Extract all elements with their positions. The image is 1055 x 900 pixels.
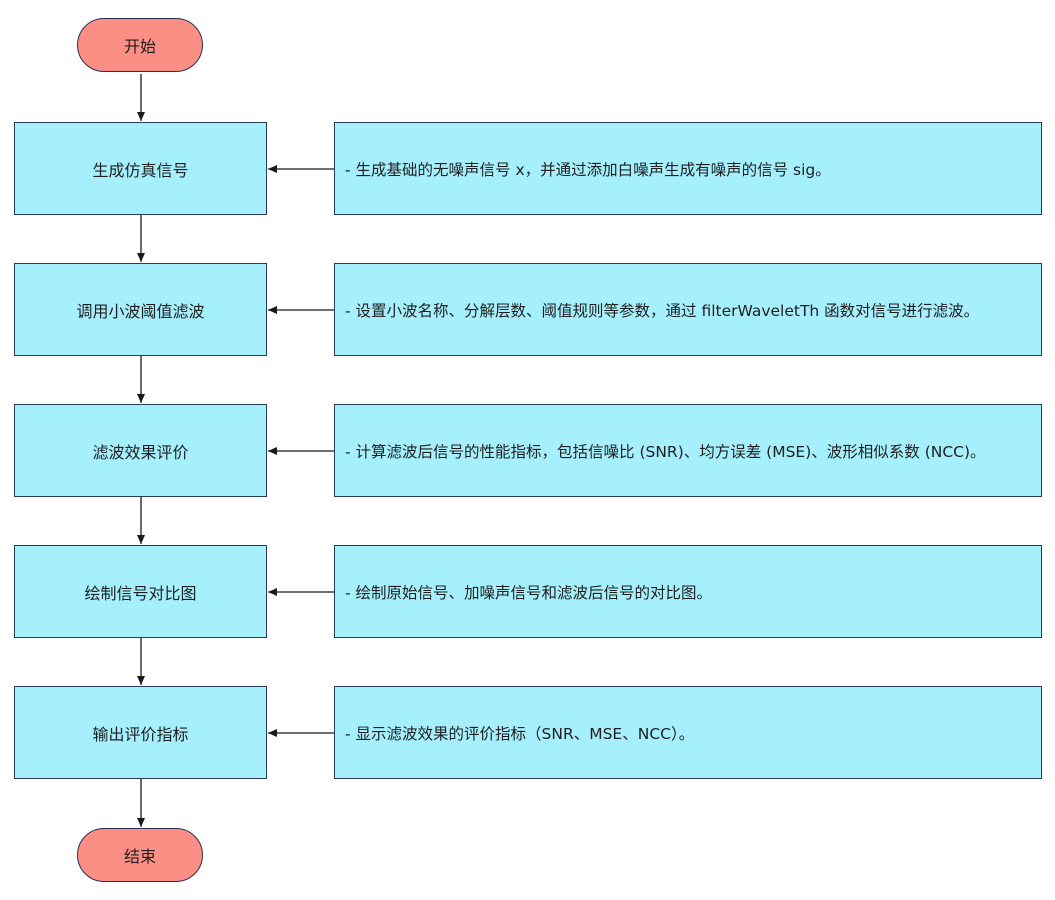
note-text: - 生成基础的无噪声信号 x，并通过添加白噪声生成有噪声的信号 sig。 xyxy=(345,160,831,179)
note-plot-comparison: - 绘制原始信号、加噪声信号和滤波后信号的对比图。 xyxy=(334,545,1042,638)
note-wavelet-filter: - 设置小波名称、分解层数、阈值规则等参数，通过 filterWaveletTh… xyxy=(334,263,1042,356)
step-label: 调用小波阈值滤波 xyxy=(76,301,205,321)
step-label: 输出评价指标 xyxy=(92,724,189,744)
step-label: 绘制信号对比图 xyxy=(84,583,197,603)
start-label: 开始 xyxy=(123,37,156,56)
step-plot-comparison: 绘制信号对比图 xyxy=(14,545,267,638)
step-label: 滤波效果评价 xyxy=(92,442,189,462)
note-output-metrics: - 显示滤波效果的评价指标（SNR、MSE、NCC）。 xyxy=(334,686,1042,779)
step-label: 生成仿真信号 xyxy=(92,160,189,180)
end-node: 结束 xyxy=(77,828,203,882)
note-evaluate: - 计算滤波后信号的性能指标，包括信噪比 (SNR)、均方误差 (MSE)、波形… xyxy=(334,404,1042,497)
note-generate-signal: - 生成基础的无噪声信号 x，并通过添加白噪声生成有噪声的信号 sig。 xyxy=(334,122,1042,215)
step-output-metrics: 输出评价指标 xyxy=(14,686,267,779)
note-text: - 绘制原始信号、加噪声信号和滤波后信号的对比图。 xyxy=(345,583,713,602)
step-wavelet-filter: 调用小波阈值滤波 xyxy=(14,263,267,356)
start-node: 开始 xyxy=(77,18,203,72)
note-text: - 显示滤波效果的评价指标（SNR、MSE、NCC）。 xyxy=(345,724,695,743)
note-text: - 设置小波名称、分解层数、阈值规则等参数，通过 filterWaveletTh… xyxy=(345,301,980,320)
note-text: - 计算滤波后信号的性能指标，包括信噪比 (SNR)、均方误差 (MSE)、波形… xyxy=(345,442,986,461)
step-generate-signal: 生成仿真信号 xyxy=(14,122,267,215)
step-evaluate: 滤波效果评价 xyxy=(14,404,267,497)
end-label: 结束 xyxy=(123,847,156,866)
